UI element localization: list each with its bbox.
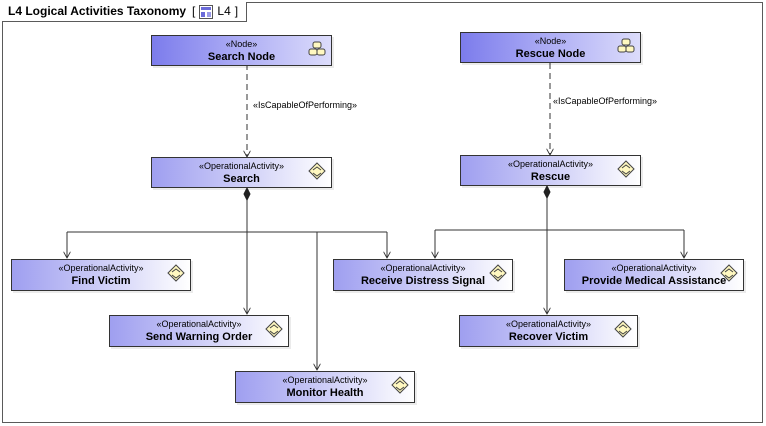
node-search-node[interactable]: «Node» Search Node — [151, 35, 332, 66]
activity-icon — [167, 264, 185, 282]
rescue-aggregation-diamond — [543, 184, 551, 200]
tag-open-bracket: [ — [192, 4, 196, 18]
node-stereotype: «Node» — [534, 36, 567, 46]
activity-icon — [391, 376, 409, 394]
node-name: Rescue Node — [515, 48, 586, 60]
activity-name: Search — [223, 173, 260, 185]
activity-find-victim[interactable]: «OperationalActivity» Find Victim — [11, 259, 191, 291]
activity-name: Recover Victim — [508, 331, 589, 343]
activity-send-warning-order[interactable]: «OperationalActivity» Send Warning Order — [109, 315, 289, 347]
activity-icon — [617, 160, 635, 178]
node-icon — [308, 41, 326, 56]
activity-provide-medical-assistance[interactable]: «OperationalActivity» Provide Medical As… — [564, 259, 744, 291]
activity-name: Monitor Health — [286, 387, 364, 399]
search-decomposition[interactable] — [67, 194, 387, 370]
diagram-title: L4 Logical Activities Taxonomy — [8, 4, 187, 18]
activity-name: Rescue — [530, 171, 571, 183]
tag-close-bracket: ] — [234, 4, 239, 18]
rescue-decomposition[interactable] — [435, 192, 684, 314]
diagram-tag: [ L4 ] — [192, 2, 238, 21]
activity-search[interactable]: «OperationalActivity» Search — [151, 157, 332, 188]
diagram-title-box[interactable]: L4 Logical Activities Taxonomy [ L4 ] — [2, 2, 248, 22]
activity-name: Send Warning Order — [145, 331, 253, 343]
activity-stereotype: «OperationalActivity» — [507, 159, 594, 169]
activity-stereotype: «OperationalActivity» — [282, 375, 368, 385]
relation-label-rescue: «IsCapableOfPerforming» — [553, 96, 658, 106]
node-name: Search Node — [207, 51, 276, 63]
diagram-icon — [199, 4, 214, 19]
activity-stereotype: «OperationalActivity» — [58, 263, 144, 273]
activity-recover-victim[interactable]: «OperationalActivity» Recover Victim — [459, 315, 638, 347]
activity-stereotype: «OperationalActivity» — [156, 319, 242, 329]
tag-label: L4 — [217, 4, 231, 18]
activity-monitor-health[interactable]: «OperationalActivity» Monitor Health — [235, 371, 415, 403]
activity-stereotype: «OperationalActivity» — [380, 263, 466, 273]
activity-name: Find Victim — [71, 275, 131, 287]
node-rescue-node[interactable]: «Node» Rescue Node — [460, 32, 641, 63]
search-aggregation-diamond — [243, 186, 251, 202]
activity-name: Provide Medical Assistance — [581, 275, 727, 287]
activity-receive-distress-signal[interactable]: «OperationalActivity» Receive Distress S… — [333, 259, 513, 291]
activity-rescue[interactable]: «OperationalActivity» Rescue — [460, 155, 641, 186]
node-stereotype: «Node» — [225, 39, 258, 49]
activity-stereotype: «OperationalActivity» — [198, 161, 285, 171]
node-icon — [617, 38, 635, 53]
activity-icon — [720, 264, 738, 282]
activity-stereotype: «OperationalActivity» — [505, 319, 592, 329]
activity-icon — [265, 320, 283, 338]
activity-icon — [489, 264, 507, 282]
activity-stereotype: «OperationalActivity» — [611, 263, 697, 273]
activity-icon — [614, 320, 632, 338]
activity-icon — [308, 162, 326, 180]
relation-label-search: «IsCapableOfPerforming» — [253, 100, 358, 110]
activity-name: Receive Distress Signal — [360, 275, 486, 287]
